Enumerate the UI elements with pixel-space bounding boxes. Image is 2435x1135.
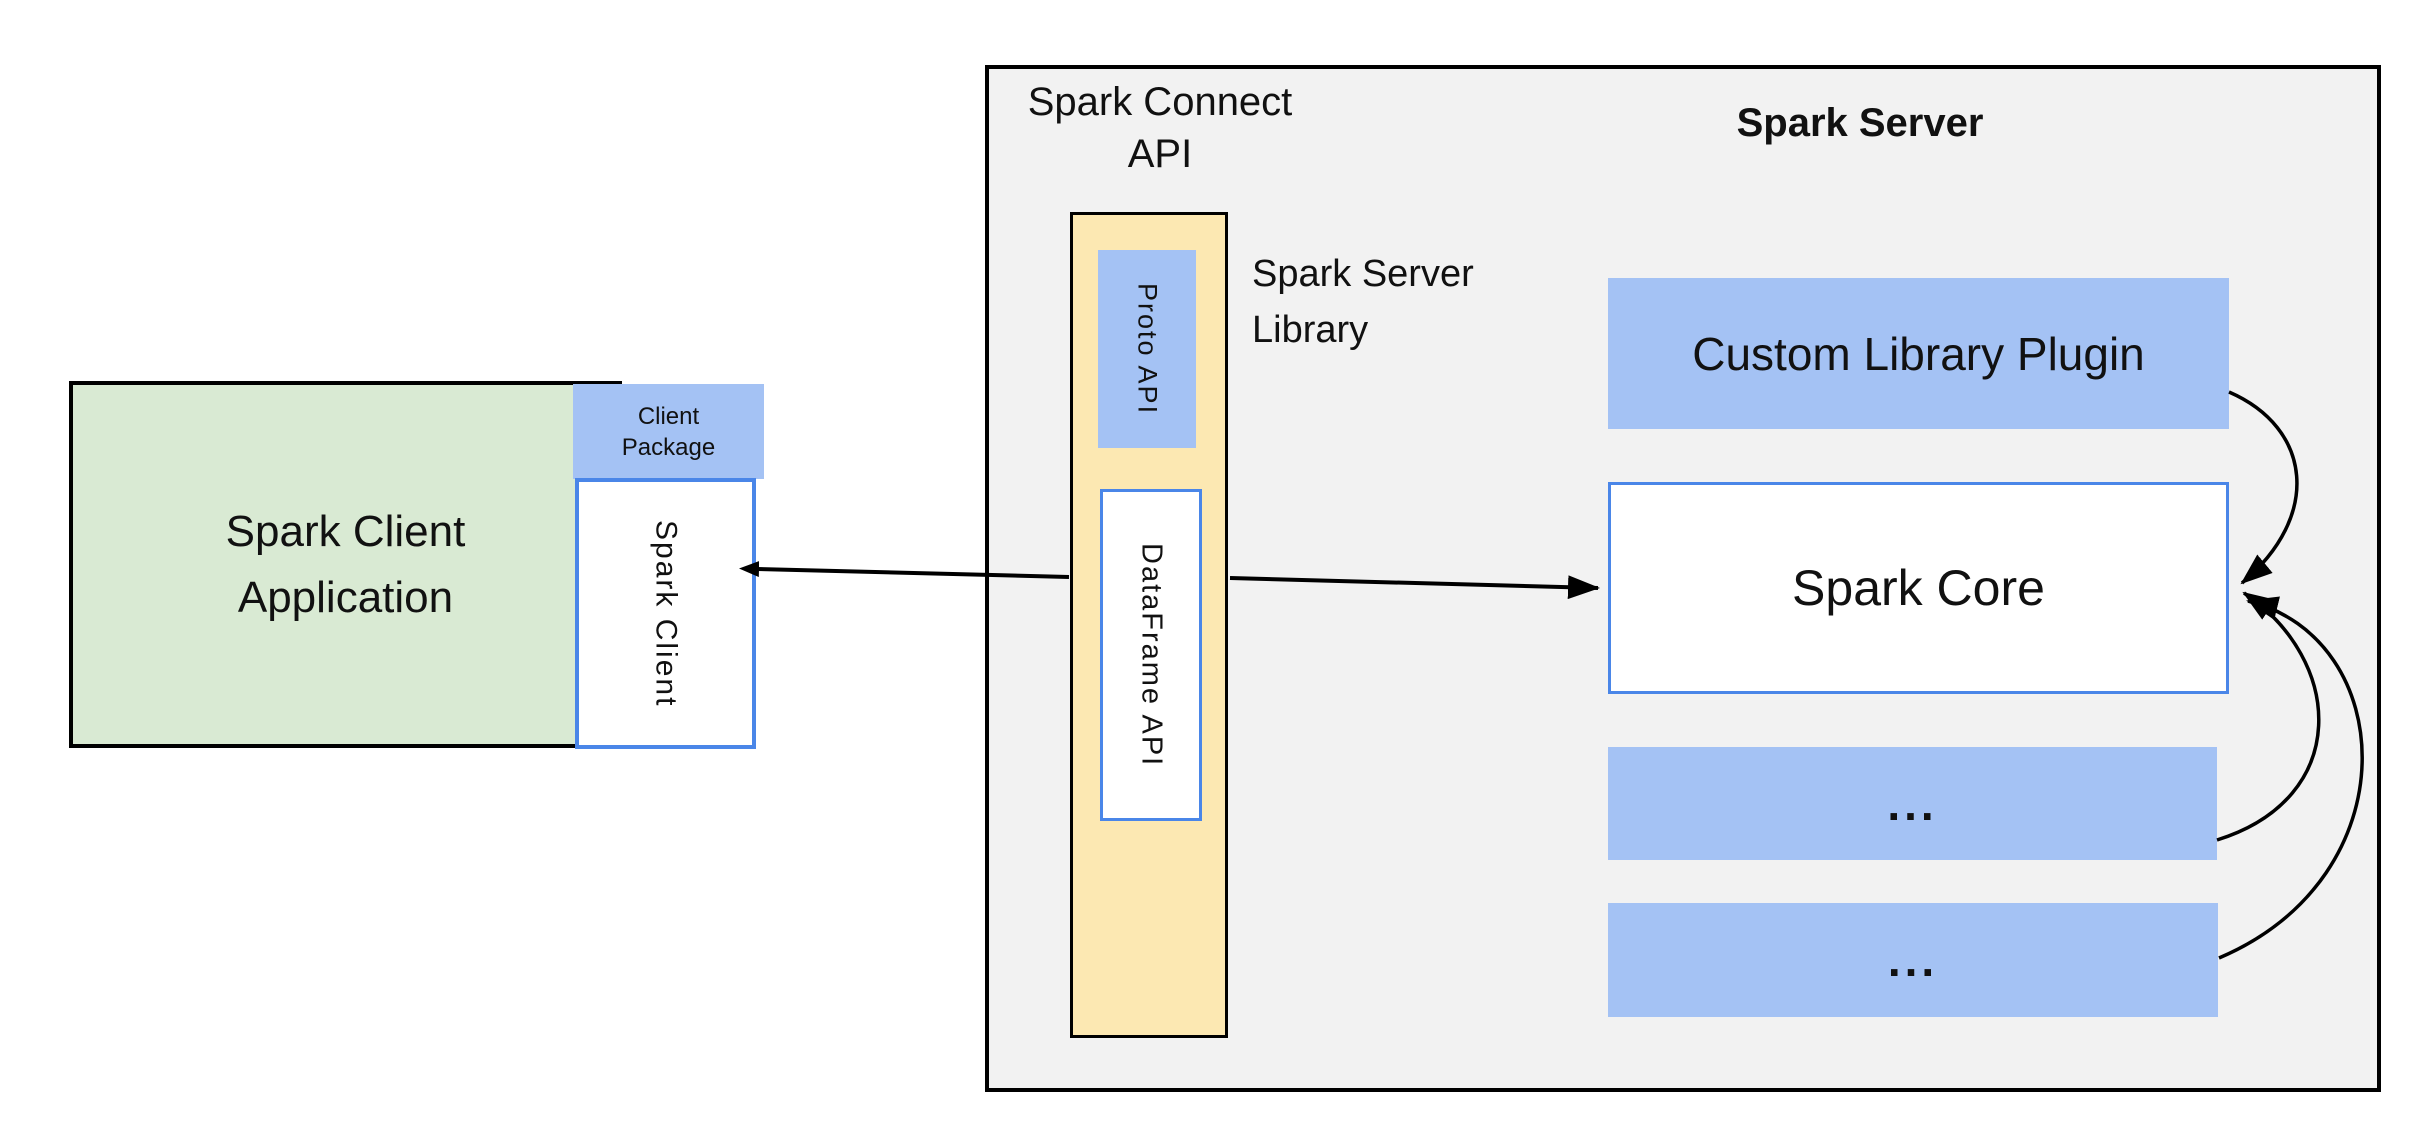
spark-core-box: Spark Core: [1608, 482, 2229, 694]
plugin-placeholder-box-2: ...: [1608, 903, 2218, 1017]
client-application-box: Spark Client Application: [69, 381, 622, 748]
spark-client-vertical-label: Spark Client: [649, 519, 683, 708]
dataframe-api-label: DataFrame API: [1135, 542, 1168, 768]
spark-core-label: Spark Core: [1792, 560, 2045, 616]
spark-connect-api-title-line2: API: [1127, 132, 1193, 176]
custom-library-plugin-label: Custom Library Plugin: [1692, 327, 2145, 380]
spark-server-title: Spark Server: [1736, 101, 1984, 145]
plugin-placeholder-box-1: ...: [1608, 747, 2217, 860]
spark-server-library-label-line1: Spark Server: [1252, 253, 1474, 295]
plugin-placeholder-1-label: ...: [1887, 777, 1938, 830]
spark-connect-api-title-line1: Spark Connect: [1027, 80, 1293, 124]
spark-server-library-label-line2: Library: [1252, 309, 1369, 351]
spark-client-box: Spark Client: [575, 478, 756, 749]
proto-api-box: Proto API: [1098, 250, 1196, 448]
client-application-label-line1: Spark Client: [225, 506, 466, 556]
dataframe-api-box: DataFrame API: [1100, 489, 1202, 821]
client-package-box: Client Package: [573, 384, 764, 479]
proto-api-label: Proto API: [1132, 282, 1163, 416]
client-package-label-line1: Client: [637, 402, 700, 430]
spark-connect-api-title: Spark Connect API: [1015, 76, 1305, 180]
client-application-label-line2: Application: [237, 572, 454, 622]
client-package-label-line2: Package: [621, 433, 716, 461]
plugin-placeholder-2-label: ...: [1887, 934, 1939, 986]
spark-server-library-label: Spark Server Library: [1252, 246, 1474, 358]
custom-library-plugin-box: Custom Library Plugin: [1608, 278, 2229, 429]
